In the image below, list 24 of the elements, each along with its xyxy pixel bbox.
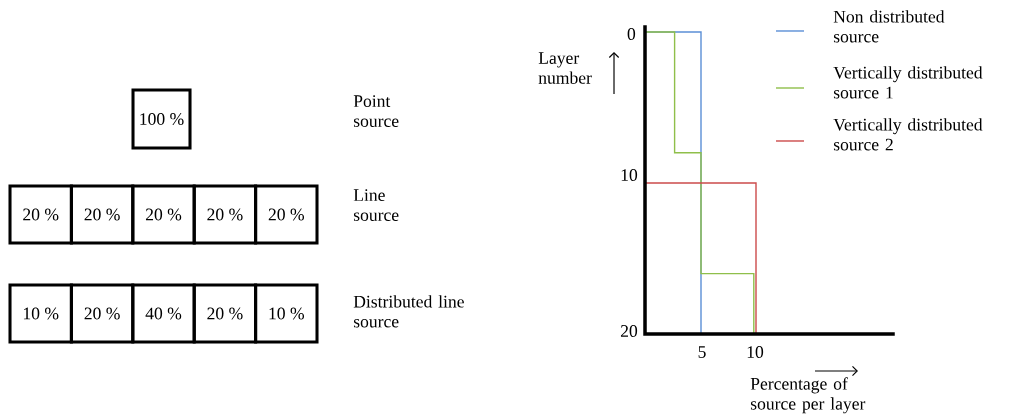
axis-title: Layer number xyxy=(538,52,592,84)
percentage-box: 10 % xyxy=(8,283,73,344)
legend-label: Vertically distributed source 2 xyxy=(833,118,983,151)
percentage-box: 20 % xyxy=(192,184,258,245)
source-label: Distributed line source xyxy=(353,295,464,328)
percentage-box: 100 % xyxy=(131,88,192,150)
percentage-box: 40 % xyxy=(131,283,196,344)
axis-title: Percentage of source per layer xyxy=(750,377,866,414)
percentage-box: 20 % xyxy=(131,184,196,245)
legend-label: Non distributed source xyxy=(833,10,945,43)
legend-label: Vertically distributed source 1 xyxy=(833,66,983,99)
source-label: Line source xyxy=(353,189,399,221)
source-label: Point source xyxy=(353,95,399,127)
percentage-box: 20 % xyxy=(192,283,258,344)
percentage-box: 10 % xyxy=(254,283,319,344)
percentage-box: 20 % xyxy=(69,184,135,245)
tick-label: 20 xyxy=(620,325,638,337)
tick-label: 10 xyxy=(621,169,638,181)
percentage-box: 20 % xyxy=(254,184,319,245)
percentage-box: 20 % xyxy=(69,283,135,344)
tick-label: 5 xyxy=(698,346,706,358)
tick-label: 0 xyxy=(627,28,636,40)
percentage-box: 20 % xyxy=(8,184,73,245)
tick-label: 10 xyxy=(747,346,764,358)
